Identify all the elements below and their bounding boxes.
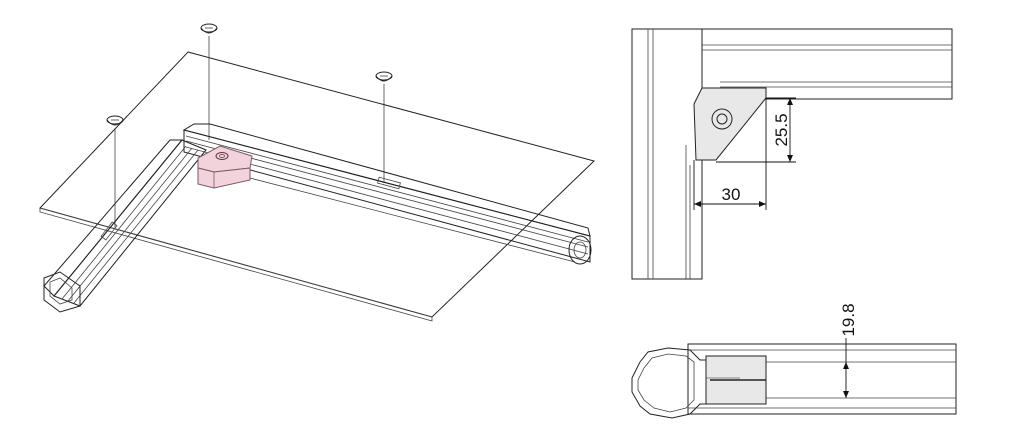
side-view: 19.8 [631,303,957,419]
bracket-screw-hole [215,152,229,160]
corner-plate-top [693,87,767,161]
dim-19-8-label: 19.8 [839,303,858,336]
corner-bracket-iso [197,145,253,189]
isometric-view [39,23,595,322]
dimension-plate-height: 25.5 [716,97,796,163]
glass-panel-edge [39,207,433,322]
plate-bolt-inner [716,113,728,125]
screw-top [200,23,218,140]
tube-section [631,347,707,419]
dim-30-label: 30 [722,185,741,204]
screw-left [106,115,124,228]
top-view: 25.5 30 [631,28,953,280]
glass-panel [39,51,595,318]
plate-bolt-outer [711,108,733,130]
profile-short [43,139,207,313]
screw-right [375,71,393,183]
dimension-plate-width: 30 [693,98,767,210]
profile-long [182,123,592,265]
dim-25-5-label: 25.5 [772,113,791,146]
dimension-profile-height: 19.8 [839,303,858,398]
